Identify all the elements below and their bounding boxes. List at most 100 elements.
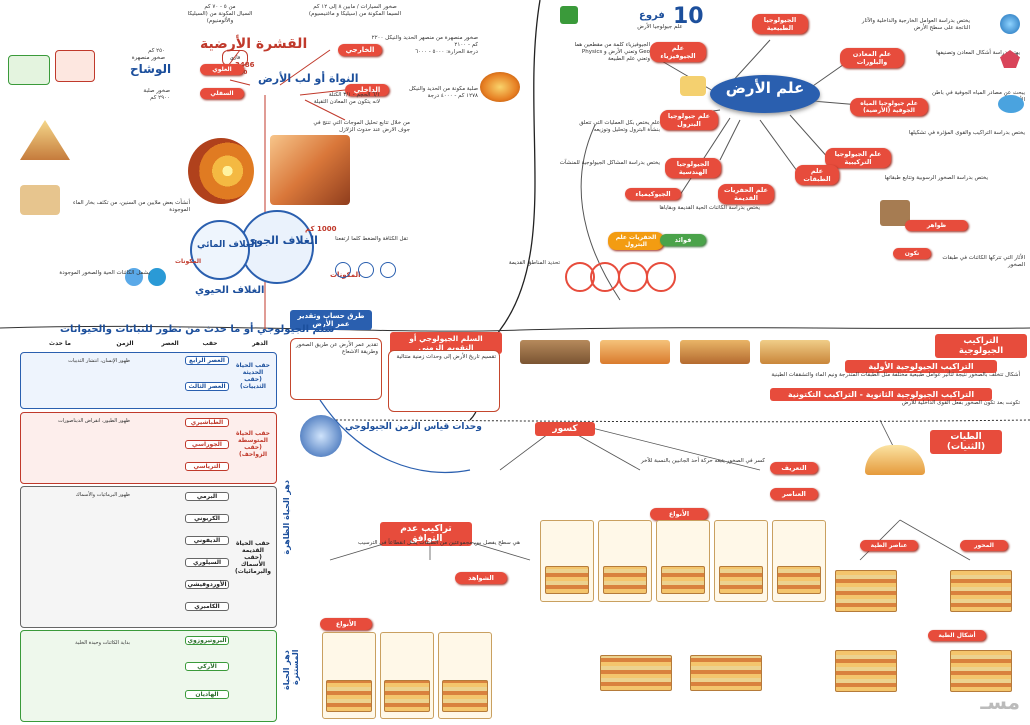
center-title: علم الأرض xyxy=(725,79,805,97)
era-paleozoic-events: ظهور البرمائيات والأسماك xyxy=(75,492,130,498)
structures-ribbon: التراكيب الجيولوجية xyxy=(935,334,1027,358)
earth-section-icon xyxy=(270,135,350,205)
outer-core-desc: صخور منصهرة من منصهر الحديد والنيكل ٢٢٠٠… xyxy=(371,35,478,55)
period-c: الكربوني xyxy=(185,514,229,523)
core-title: النواة أو لب الأرض xyxy=(258,72,359,85)
branch-engineering: الجيولوجيا الهندسية xyxy=(665,158,721,178)
branch-physical: الجيولوجيا الطبيعية xyxy=(752,14,808,34)
era-cenozoic-name: حقب الحياة الحديثة (حقب الثدييات) xyxy=(236,362,270,390)
era-mesozoic-name: حقب الحياة المتوسطة (حقب الزواحف) xyxy=(236,430,270,458)
period-pr: البروتيروزوي xyxy=(185,636,229,645)
unconf-diagram-a xyxy=(326,680,372,712)
time-units-title: وحدات قياس الزمن الجيولوجي xyxy=(345,422,482,432)
components-label-2: المكونات xyxy=(175,258,202,265)
branch-geochemistry: الجيوكيمياء xyxy=(625,188,681,200)
fossil-desc: تحديد المناطق القديمة xyxy=(508,260,560,266)
branch-paleontology: علم الحفريات القديمة xyxy=(718,184,774,204)
horst-diagram xyxy=(690,655,762,691)
fossil-circle-c xyxy=(646,262,676,292)
stat-tag: ظواهر xyxy=(905,220,968,231)
period-d: الديفوني xyxy=(185,536,229,545)
hydro-desc: أنشأت بعض ملايين من السنين، من تكثف بخار… xyxy=(73,200,190,213)
era-paleozoic-name: حقب الحياة القديمة (حقب الأسماك والبرمائ… xyxy=(235,540,271,575)
hydrosphere-title: الغلاف المائي xyxy=(197,240,258,250)
branch-stratigraphy: علم الطبقات xyxy=(795,165,839,185)
ripple-icon xyxy=(760,340,830,364)
graben-diagram xyxy=(600,655,672,691)
era-cenozoic-events: ظهور الإنسان، انتشار الثدييات xyxy=(68,358,130,364)
engineering-desc: يختص بدراسة المشاكل الجيولوجية للمنشآت xyxy=(559,160,660,166)
inner-core-tag: الداخلي xyxy=(345,84,389,96)
badge-line1: فروع xyxy=(639,10,665,21)
unconf-diagram-c xyxy=(442,680,488,712)
folds-ribbon: الطيات (الثنيات) xyxy=(930,430,1002,454)
convection-icon xyxy=(8,55,50,85)
fossil-tag: الحفريات علم البترول xyxy=(608,232,664,250)
period-hd: الهاديان xyxy=(185,690,229,699)
fold-icon xyxy=(865,445,925,475)
mantle-upper-tag: العلوي xyxy=(200,64,244,75)
th-era: حقب xyxy=(202,340,218,347)
eon-cryptozoic: دهر الحياة المستترة xyxy=(282,650,300,690)
minerals-desc: يهتم بدراسة أشكال المعادن وتصنيفها xyxy=(936,50,1020,56)
bulb-icon xyxy=(680,76,706,96)
th-events: ما حدث xyxy=(49,340,71,347)
fault-types-tag: الأنواع xyxy=(650,508,708,520)
rock-icon xyxy=(20,185,60,215)
geologic-time-box: تقسيم تاريخ الأرض إلى وحدات زمنية متتالي… xyxy=(388,350,500,412)
fault-diagram-c xyxy=(661,566,705,594)
core-ball-icon xyxy=(480,72,520,102)
fault-def: كسر في الصخور يتبعه حركة أحد الجانبين با… xyxy=(641,458,765,464)
fold-diagram-b xyxy=(950,570,1012,612)
core-note: من خلال تتابع تحليل الموجات التي تنتج في… xyxy=(313,120,410,133)
fossil-circle-d xyxy=(565,262,595,292)
fault-def-tag: التعريف xyxy=(770,462,818,474)
water-drop-icon xyxy=(998,95,1024,113)
secondary-desc: تكونت بعد تكون الصخور بفعل القوى الداخلي… xyxy=(901,400,1020,406)
period-cm: الكامبري xyxy=(185,602,229,611)
fault-diagram-e xyxy=(777,566,821,594)
primary-desc: أشكال تتخلف بالصخور نتيجة لتأثير عوامل ط… xyxy=(771,372,1020,378)
fossil-circle-b xyxy=(618,262,648,292)
time-calc-text: تقدير عمر الأرض عن طريق الصخور وطريقة ال… xyxy=(296,342,378,355)
sand-icon xyxy=(600,340,670,364)
fault-diagram-b xyxy=(603,566,647,594)
gem-icon xyxy=(1000,50,1020,68)
era-precambrian xyxy=(20,630,277,722)
period-q: العصر الرابع xyxy=(185,356,229,365)
fold-elements-tag: عناصر الطية xyxy=(860,540,918,551)
ocean-icon xyxy=(125,268,143,286)
globe-icon xyxy=(1000,14,1020,34)
secondary-ribbon: التراكيب الجيولوجية الثانوية - التراكيب … xyxy=(770,388,992,401)
unconformity-ribbon: تراكيب عدم التوافق xyxy=(380,522,472,546)
th-eon: الدهر xyxy=(252,340,268,347)
mudcracks-icon xyxy=(520,340,590,364)
era-pre-events: بداية الكائنات وحيدة الخلية xyxy=(75,640,130,646)
branch-groundwater: علم جيولوجيا المياه الجوفية (الأرضية) xyxy=(850,98,928,116)
branch-petroleum: علم جيولوجيا البترول xyxy=(660,110,718,130)
period-ar: الأركي xyxy=(185,662,229,671)
atmo-desc: تقل الكثافة والضغط كلما ارتفعنا xyxy=(335,236,408,242)
table-header: الدهر حقب العصر الزمن ما حدث xyxy=(15,338,280,352)
era-mesozoic xyxy=(20,412,277,484)
period-t: العصر الثالث xyxy=(185,382,229,391)
table-title: سلم الجيولوجي أو ما حدث من تطور للنباتات… xyxy=(60,324,335,335)
mantle-title: الوشاح xyxy=(130,62,172,76)
badge-line2: علم جيولوجيا الأرض xyxy=(637,24,683,30)
unconf-types-tag: الأنواع xyxy=(320,618,372,630)
paleo-desc: يختص بدراسة الكائنات الحية القديمة وبقاي… xyxy=(659,205,760,211)
period-j: الجوراسي xyxy=(185,440,229,449)
time-calc-ribbon: طرق حساب وتقدير عمر الأرض xyxy=(290,310,372,330)
fault-diagram-d xyxy=(719,566,763,594)
petroleum-desc: علم يختص بكل العمليات التي تتعلق بنشأة ا… xyxy=(579,120,660,133)
badge: 10 فروع علم جيولوجيا الأرض xyxy=(635,4,705,36)
eon-phanerozoic: دهر الحياة الظاهرة xyxy=(282,480,291,555)
logo-mark: مسـ xyxy=(980,690,1020,714)
period-tr: الترياسي xyxy=(185,462,229,471)
faults-ribbon: كسور xyxy=(535,422,595,436)
primary-ribbon: التراكيب الجيولوجية الأولية xyxy=(845,360,997,373)
fold-diagram-c xyxy=(835,650,897,692)
